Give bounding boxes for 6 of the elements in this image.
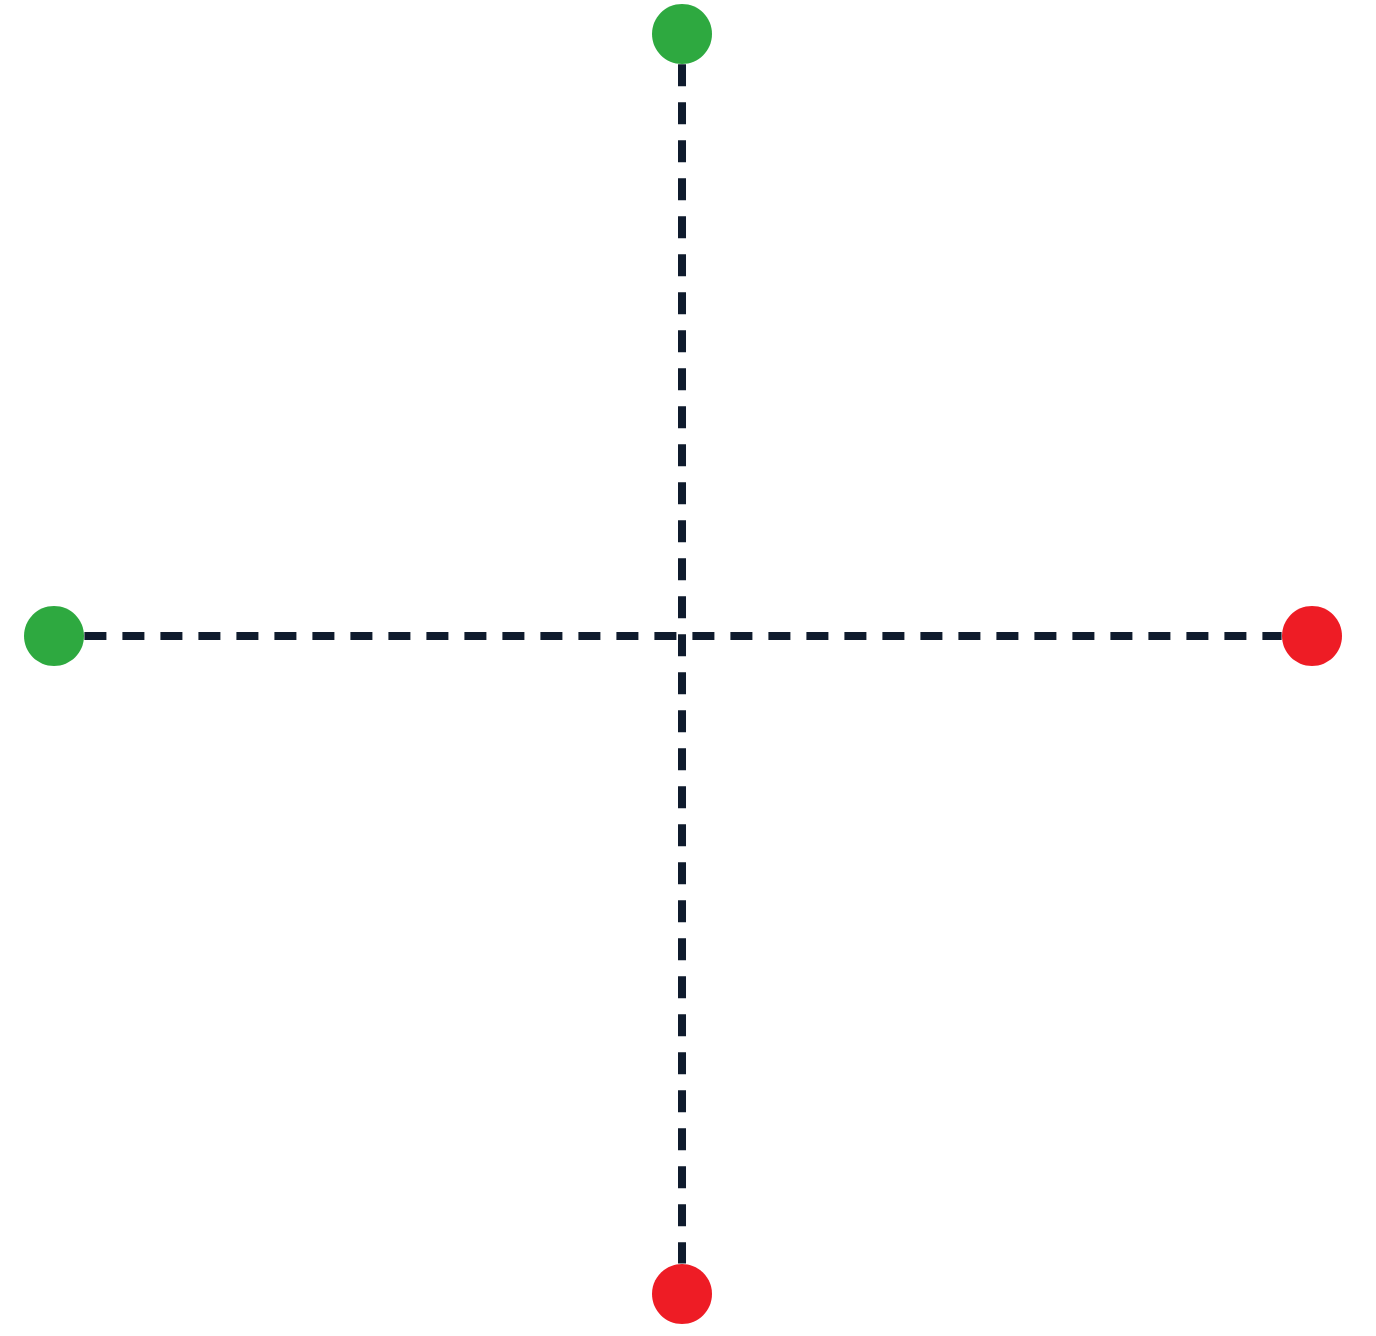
dot <box>24 605 84 666</box>
dashed-line <box>678 64 686 1264</box>
dashed-line <box>84 631 1282 640</box>
dot <box>652 4 712 64</box>
dot <box>652 1263 712 1324</box>
dot <box>1282 605 1342 666</box>
